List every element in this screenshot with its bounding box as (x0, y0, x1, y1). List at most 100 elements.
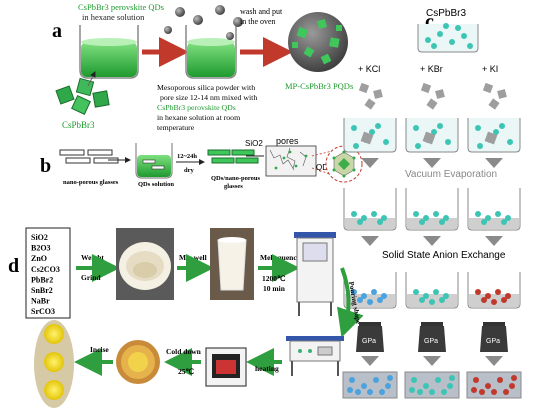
ingredient-item: Cs2CO3 (31, 265, 60, 274)
dried-beaker (467, 188, 521, 231)
exchanged-crystal-dot (433, 289, 439, 295)
pellet-crystal-dot (367, 389, 373, 395)
salt-crystal (482, 82, 494, 94)
pellet-crystal-dot (387, 375, 393, 381)
salt-crystal (420, 82, 432, 94)
pellet-crystal-dot (485, 383, 491, 389)
ingredient-item: SiO2 (31, 233, 48, 242)
wash-label-1: wash and put (240, 7, 283, 16)
nanocrystal-dot (381, 215, 387, 221)
crucible-photo (210, 228, 254, 300)
exchanged-beaker (405, 272, 459, 309)
exchanged-crystal-dot (413, 289, 419, 295)
oven-icon (205, 347, 247, 387)
exchanged-crystal-dot (505, 293, 511, 299)
glass-slices-photo (34, 320, 74, 408)
incise-label: Incise (90, 345, 109, 354)
exchanged-crystal-dot (439, 297, 445, 303)
qds-glasses-label-1: QDs/nano-porous (211, 175, 260, 182)
panel-c-letter: c (425, 11, 434, 33)
exchanged-crystal-dot (351, 289, 357, 295)
exchanged-crystal-dot (501, 297, 507, 303)
pores-label: pores (276, 136, 299, 146)
down-arrow-icon (485, 236, 503, 246)
nanocrystal-dot (431, 129, 437, 135)
cool-label: Cold down (166, 347, 202, 356)
nanocrystal-dot (477, 143, 483, 149)
nanocrystal-dot (423, 215, 429, 221)
nanocrystal-dot (439, 219, 445, 225)
nanocrystal-dot (507, 139, 513, 145)
nanocrystal-dot (413, 211, 419, 217)
qds-label: CsPbBr3 perovskite QDs (78, 2, 164, 12)
press-label: GPa (424, 338, 438, 345)
nanocrystal-dot (493, 129, 499, 135)
nanocrystal-dot (443, 215, 449, 221)
panel-d-letter: d (8, 255, 19, 277)
pellet-crystal-dot (435, 377, 441, 383)
nanocrystal-dot (351, 125, 357, 131)
ingredient-item: B2O3 (31, 244, 51, 253)
pellet-crystal-dot (497, 377, 503, 383)
qds-solvent-label: in hexane solution (82, 12, 145, 22)
hotplate-icon (286, 336, 344, 376)
panel-a-letter: a (52, 20, 62, 42)
pellet-crystal-dot (441, 389, 447, 395)
exchanged-crystal-dot (357, 297, 363, 303)
salt-residue (345, 218, 395, 229)
exchanged-crystal-dot (429, 299, 435, 305)
nanocrystal-dot (377, 219, 383, 225)
reagent-label: + KBr (420, 64, 443, 74)
solution-label: QDs solution (138, 181, 174, 188)
nanocrystal-dot (353, 143, 359, 149)
press-label: GPa (362, 338, 376, 345)
dried-beaker (343, 188, 397, 231)
down-arrow-icon (423, 236, 441, 246)
ingredient-item: SrCO3 (31, 307, 55, 316)
pellet-crystal-dot (449, 375, 455, 381)
mix-label: Mix well (179, 253, 207, 262)
weight-label: Weight (81, 253, 104, 262)
pellet-crystal-dot (361, 383, 367, 389)
green-glass-slabs-icon (207, 149, 259, 164)
salt-crystal (426, 98, 438, 110)
exchanged-crystal-dot (377, 297, 383, 303)
down-arrow-icon (361, 158, 379, 168)
reagent-label: + KI (482, 64, 498, 74)
salt-crystal (497, 89, 507, 99)
exchanged-crystal-dot (381, 293, 387, 299)
vacuum-evaporation-label: Vacuum Evaporation (405, 169, 497, 180)
glass-disc-photo (116, 340, 160, 384)
sio2-label: SiO2 (245, 139, 263, 148)
ingredient-item: SnBr2 (31, 286, 53, 295)
exchanged-crystal-dot (491, 299, 497, 305)
nanocrystal-dot (437, 123, 443, 129)
svg-text:in hexane solution at room: in hexane solution at room (157, 113, 240, 122)
nanocrystal-dot (475, 125, 481, 131)
dried-beaker (405, 188, 459, 231)
nanocrystal-dot (369, 129, 375, 135)
exchanged-crystal-dot (361, 293, 367, 299)
silica-spheres-icon (164, 5, 243, 40)
grind-label: Grind (81, 273, 101, 282)
pellet-crystal-dot (409, 387, 415, 393)
svg-text:Mesoporous silica powder with: Mesoporous silica powder with (157, 83, 255, 92)
salt-crystal (484, 131, 498, 145)
initial-container (417, 23, 479, 53)
wash-label-2: in the oven (240, 17, 276, 26)
salt-crystal (364, 98, 376, 110)
nanocrystal-dot (419, 219, 425, 225)
salt-residue (469, 218, 519, 229)
nanocrystal-dot (433, 211, 439, 217)
salt-crystal (422, 131, 436, 145)
nanocrystal-dot (383, 139, 389, 145)
pellet-crystal-dot (479, 389, 485, 395)
down-arrow-icon (485, 356, 503, 366)
panel-b-letter: b (40, 155, 51, 177)
panel-a: a CsPbBr3 perovskite QDs in hexane solut… (52, 2, 353, 132)
product-label: MP-CsPbBr3 PQDs (285, 81, 353, 91)
salt-residue (407, 218, 457, 229)
